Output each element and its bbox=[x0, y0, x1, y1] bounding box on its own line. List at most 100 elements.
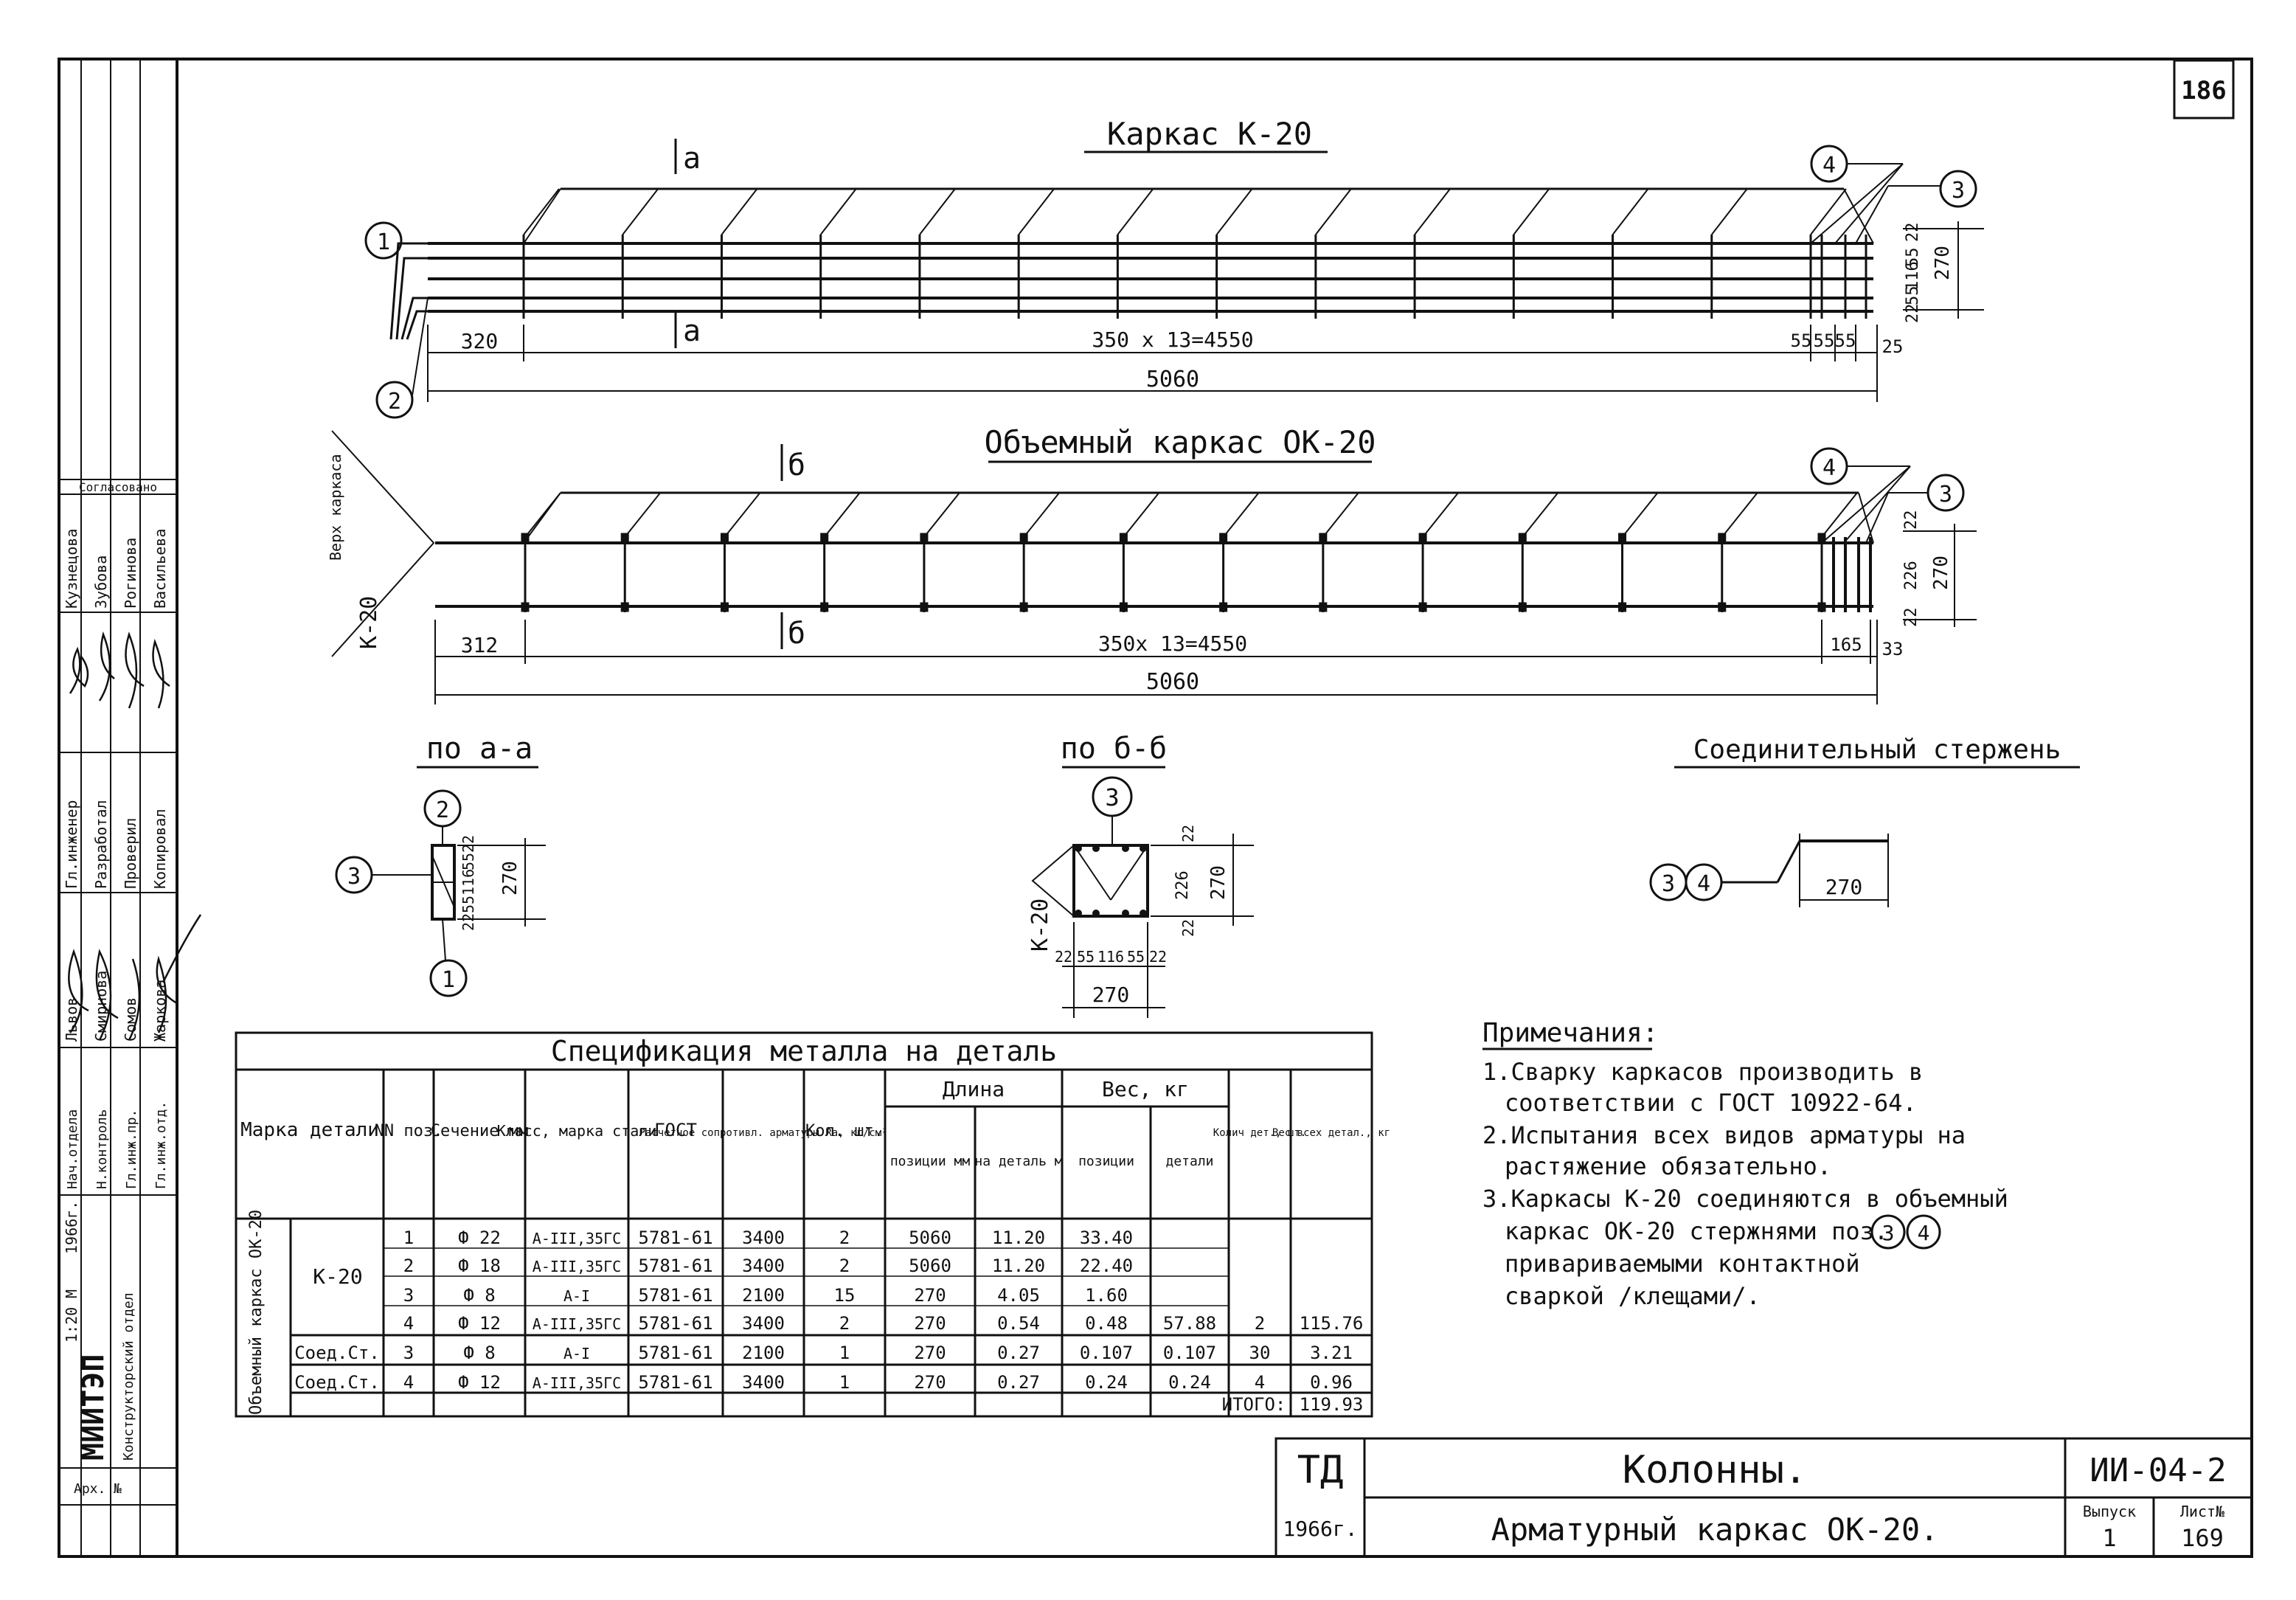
stamp-scale: 1:20 bbox=[63, 1307, 80, 1343]
stamp-role-7: Гл.инж.пр. bbox=[124, 1109, 139, 1189]
notes: Примечания: 1.Сварку каркасов производит… bbox=[1482, 1018, 2008, 1310]
stamp-archive: Арх. № bbox=[74, 1481, 122, 1497]
spec-cell-qty: 2 bbox=[839, 1313, 850, 1334]
frame-k20-dim-r5: 22 bbox=[1904, 304, 1922, 324]
weld-point bbox=[1119, 533, 1128, 543]
svg-text:4: 4 bbox=[1822, 153, 1836, 179]
frame-k20-callout-4: 4 bbox=[1810, 145, 1904, 244]
section-bb-title: по б-б bbox=[1061, 732, 1168, 766]
section-aa-callout-3: 3 bbox=[335, 856, 432, 894]
frame-k20-dim-middle: 350 x 13=4550 bbox=[1092, 328, 1253, 352]
frame-ok20-dim-total: 5060 bbox=[1146, 669, 1199, 695]
svg-text:2: 2 bbox=[388, 389, 401, 415]
stirrup-perspective bbox=[1821, 492, 1858, 538]
spec-cell-class: А-I bbox=[563, 1287, 590, 1305]
frame-ok20-callout-4: 4 bbox=[1810, 447, 1911, 544]
stirrup-perspective bbox=[1810, 188, 1847, 235]
spec-cell-gost: 5781-61 bbox=[638, 1227, 712, 1248]
title-sheet-label: Лист№ bbox=[2180, 1503, 2225, 1520]
notes-line-6: каркас ОК-20 стержнями поз. bbox=[1505, 1217, 1888, 1245]
spec-cell-len-pos: 5060 bbox=[909, 1256, 951, 1276]
spec-cell-total: 115.76 bbox=[1300, 1313, 1364, 1334]
frame-k20-dim-end-2: 55 bbox=[1814, 330, 1835, 351]
notes-line-2: соответствии с ГОСТ 10922-64. bbox=[1505, 1089, 1917, 1117]
section-bb-dim-r2: 226 bbox=[1173, 870, 1192, 900]
sheet-number: 186 bbox=[2181, 76, 2226, 105]
spec-cell-mark: Соед.Ст. bbox=[294, 1343, 380, 1363]
sheet-frame bbox=[58, 58, 2253, 1558]
section-aa-dim-6: 270 bbox=[499, 861, 521, 896]
frame-ok20-dim-r3: 22 bbox=[1902, 608, 1921, 628]
stirrup-perspective bbox=[1721, 492, 1758, 538]
notes-line-4: растяжение обязательно. bbox=[1505, 1152, 1831, 1180]
svg-text:3: 3 bbox=[1952, 178, 1965, 204]
svg-text:4: 4 bbox=[1697, 871, 1710, 897]
spec-cell-gost: 5781-61 bbox=[638, 1372, 712, 1393]
frame-ok20-side-label: К-20 bbox=[356, 596, 382, 649]
weld-point bbox=[1319, 533, 1328, 543]
spec-cell-section: Ф 8 bbox=[463, 1343, 495, 1363]
stirrup-perspective bbox=[1710, 188, 1748, 235]
spec-cell-gost: 5781-61 bbox=[638, 1285, 712, 1306]
frame-k20-stirrups bbox=[522, 188, 1867, 319]
svg-text:4: 4 bbox=[1918, 1221, 1930, 1245]
spec-cell-class: А-III,35ГС bbox=[533, 1374, 621, 1392]
spec-total-label: ИТОГО: bbox=[1222, 1394, 1286, 1415]
section-bb-side-label: К-20 bbox=[1027, 898, 1053, 952]
section-bb: по б-б К-20 22 226 22 270 22 55 116 55 2… bbox=[1027, 732, 1254, 1018]
frame-ok20-dim-r1: 22 bbox=[1902, 510, 1921, 530]
frame-ok20-stirrups bbox=[521, 492, 1872, 612]
section-bb-dim-r3: 22 bbox=[1179, 919, 1197, 937]
spec-cell-len-pos: 270 bbox=[914, 1343, 946, 1363]
weld-point bbox=[720, 602, 729, 612]
stamp-name-1: Кузнецова bbox=[63, 529, 80, 609]
spec-cell-gost: 5781-61 bbox=[638, 1313, 712, 1334]
notes-title: Примечания: bbox=[1482, 1018, 1658, 1048]
title-sheet: 169 bbox=[2181, 1524, 2224, 1552]
spec-cell-gost: 5781-61 bbox=[638, 1256, 712, 1276]
stirrup-perspective bbox=[1422, 492, 1459, 538]
section-aa-dim-1: 22 bbox=[459, 835, 477, 853]
frame-k20-dim-r1: 22 bbox=[1904, 223, 1922, 243]
svg-text:3: 3 bbox=[1105, 783, 1119, 811]
stamp-name-4: Васильева bbox=[151, 529, 169, 609]
spec-cell-len-det: 0.27 bbox=[997, 1372, 1040, 1393]
stamp-role-3: Проверил bbox=[122, 818, 139, 889]
spec-cell-resist: 3400 bbox=[742, 1313, 785, 1334]
spec-h-mark: Марка детали bbox=[240, 1119, 379, 1141]
frame-k20-mark-a-bot: a bbox=[683, 314, 701, 348]
spec-cell-pos: 4 bbox=[403, 1372, 414, 1393]
section-bb-dim-width: 270 bbox=[1092, 983, 1130, 1007]
spec-cell-pos: 1 bbox=[403, 1227, 414, 1248]
section-aa-title: по a-a bbox=[426, 732, 533, 766]
weld-point bbox=[1618, 533, 1627, 543]
spec-h-qty: Кол. шт. bbox=[805, 1122, 884, 1140]
frame-k20-dim-end-1: 55 bbox=[1791, 330, 1812, 351]
signatures bbox=[68, 631, 202, 1041]
spec-cell-qty: 1 bbox=[839, 1343, 850, 1363]
frame-k20-dim-r6: 270 bbox=[1932, 246, 1954, 280]
spec-cell-len-pos: 270 bbox=[914, 1313, 946, 1334]
weld-point bbox=[1219, 533, 1228, 543]
frame-k20-dim-left: 320 bbox=[461, 329, 499, 353]
stamp-name-3: Рогинова bbox=[122, 538, 139, 609]
stirrup-perspective bbox=[923, 492, 960, 538]
connecting-rod: Соединительный стержень 3 4 270 bbox=[1649, 735, 2080, 907]
svg-text:4: 4 bbox=[1822, 455, 1836, 481]
spec-cell-class: А-III,35ГС bbox=[533, 1315, 621, 1333]
frame-ok20-dim-end-2: 33 bbox=[1882, 639, 1904, 659]
section-aa: по a-a 22 55 116 55 22 270 2 3 1 bbox=[335, 732, 546, 997]
spec-h-section: Сечение мм bbox=[431, 1122, 528, 1140]
stirrup-perspective bbox=[1117, 188, 1154, 235]
weld-point bbox=[1019, 533, 1028, 543]
frame-ok20-top-label: Верх каркаса bbox=[327, 454, 344, 561]
section-aa-callout-1: 1 bbox=[429, 918, 468, 997]
spec-cell-len-pos: 5060 bbox=[909, 1227, 951, 1248]
stirrup-perspective bbox=[724, 492, 761, 538]
frame-k20-dim-r4: 55 bbox=[1904, 286, 1922, 306]
stirrup-perspective bbox=[1222, 492, 1260, 538]
stamp-role-1: Гл.инженер bbox=[63, 800, 80, 889]
